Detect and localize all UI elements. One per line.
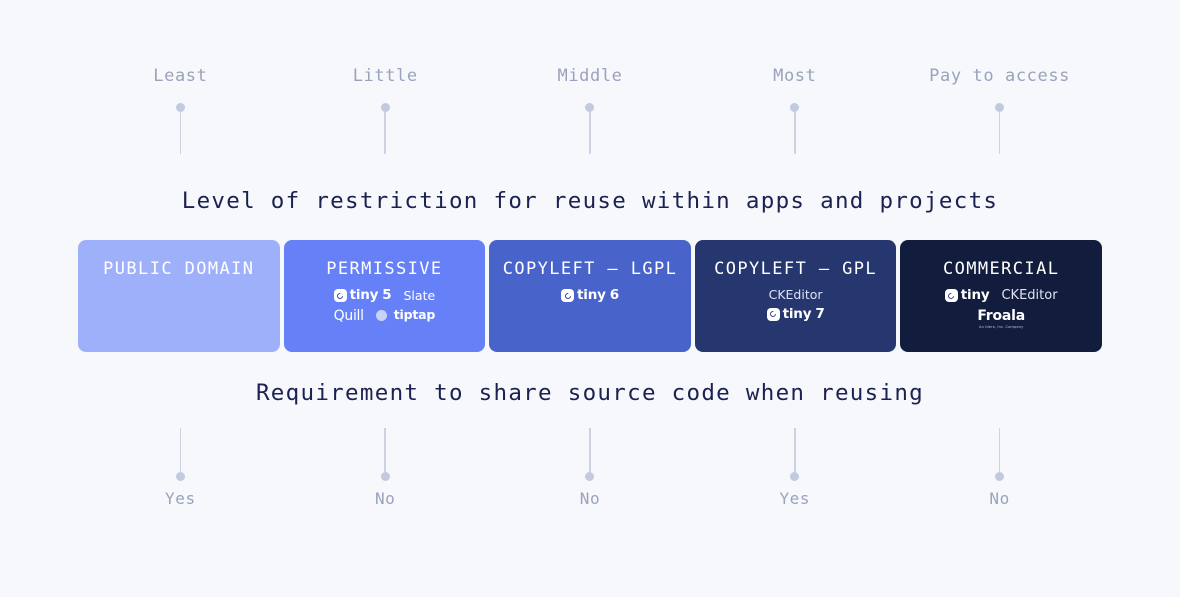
tiny-mark-icon — [561, 289, 575, 303]
editor-logo-ckeditor: CKEditor — [1001, 289, 1057, 302]
scale-marker-icon — [380, 428, 390, 481]
scale-marker-icon — [995, 103, 1005, 154]
restriction-scale-label: Little — [352, 66, 418, 86]
source-sharing-scale-label: No — [989, 489, 1010, 508]
restriction-scale-item: Pay to access — [897, 68, 1102, 154]
editor-logo-quill: Quill — [334, 309, 364, 323]
restriction-scale-top: Least Little Middle Most Pay to access — [78, 68, 1102, 154]
license-card-title: COMMERCIAL — [942, 259, 1060, 279]
tiny-mark-icon — [944, 289, 958, 303]
editor-logo-version: 6 — [609, 287, 619, 303]
license-card-title: COPYLEFT — LGPL — [502, 259, 678, 279]
license-card-title: PERMISSIVE — [326, 259, 443, 279]
editor-logo-label: tiny — [577, 287, 606, 303]
restriction-scale-label: Pay to access — [929, 66, 1071, 86]
editor-logo-label: tiptap — [393, 307, 436, 323]
scale-marker-icon — [585, 103, 595, 154]
editor-logo-label: CKEditor — [768, 287, 823, 302]
license-card-title: COPYLEFT — GPL — [714, 259, 878, 279]
source-sharing-scale-label: No — [374, 489, 396, 508]
restriction-scale-label: Middle — [557, 66, 623, 86]
restriction-scale-label: Least — [153, 66, 208, 86]
source-sharing-scale-item: No — [488, 428, 693, 507]
editor-logo-tiptap: tiptap — [375, 307, 436, 323]
license-card[interactable]: PUBLIC DOMAIN — [78, 240, 280, 352]
tiny-mark-icon — [333, 289, 347, 303]
editor-logo-slate: Slate — [403, 287, 436, 303]
restriction-heading: Level of restriction for reuse within ap… — [181, 188, 999, 214]
source-sharing-scale-label: Yes — [165, 489, 196, 508]
tiny-mark-icon — [766, 307, 780, 321]
restriction-scale-item: Little — [283, 68, 488, 154]
editor-logo-line: CKEditor — [768, 287, 823, 302]
froala-tagline: An Idera, Inc. Company — [979, 324, 1024, 329]
source-sharing-scale-label: No — [579, 489, 601, 508]
editor-logo-label: Slate — [403, 287, 436, 303]
editor-logo-label: Quill — [333, 307, 364, 324]
editor-logo-line: tiny CKEditor — [944, 287, 1058, 303]
editor-logo-version: 7 — [815, 305, 825, 322]
restriction-scale-label: Most — [773, 66, 817, 86]
editor-logo-ckeditor: CKEditor — [768, 287, 823, 302]
scale-marker-icon — [175, 428, 185, 481]
restriction-scale-item: Middle — [488, 68, 693, 154]
scale-marker-icon — [995, 428, 1005, 481]
scale-marker-icon — [790, 103, 800, 154]
editor-logo-tiny: tiny — [944, 287, 990, 303]
restriction-scale-item: Least — [78, 68, 283, 154]
editor-logo-line: Quill tiptap — [334, 307, 436, 323]
source-sharing-scale-item: No — [897, 428, 1102, 507]
scale-marker-icon — [585, 428, 595, 481]
scale-marker-icon — [380, 103, 390, 154]
editor-logo-label: tiny — [960, 287, 990, 303]
source-sharing-heading: Requirement to share source code when re… — [255, 380, 925, 406]
source-sharing-scale-label: Yes — [779, 489, 811, 508]
scale-marker-icon — [790, 428, 800, 481]
editor-logo-label: Froala — [977, 307, 1026, 324]
license-card-title: PUBLIC DOMAIN — [103, 259, 255, 279]
editor-logo-label: tiny — [349, 287, 379, 303]
editor-logo-version: 5 — [382, 287, 392, 303]
source-sharing-scale-item: Yes — [692, 428, 897, 507]
editor-logo-label: tiny — [782, 305, 812, 322]
source-sharing-scale-item: Yes — [78, 428, 283, 507]
tiptap-mark-icon — [375, 310, 387, 321]
restriction-scale-item: Most — [692, 68, 897, 154]
scale-marker-icon — [175, 103, 185, 154]
source-sharing-scale-bottom: Yes No No Yes No — [78, 428, 1102, 507]
source-sharing-scale-item: No — [283, 428, 488, 507]
editor-logo-label: CKEditor — [1001, 288, 1058, 304]
